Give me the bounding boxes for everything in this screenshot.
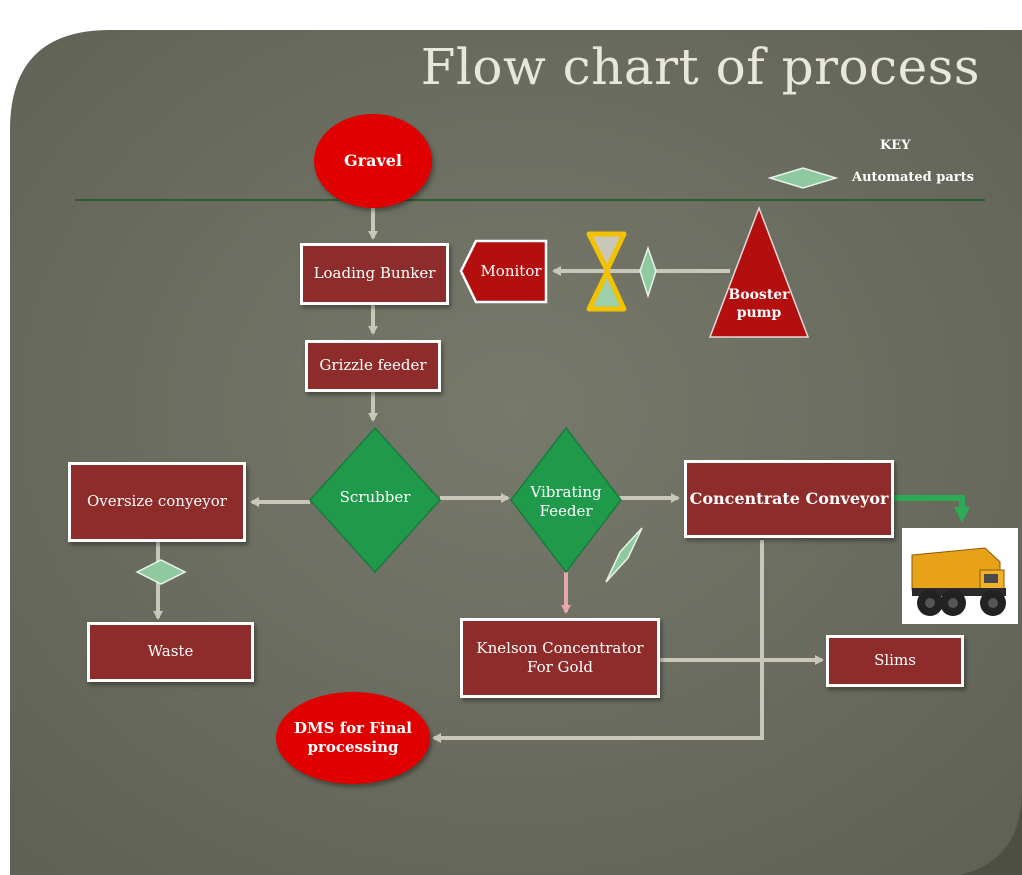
node-concentrate-conveyor[interactable]: Concentrate Conveyor [684,460,894,538]
node-knelson[interactable]: Knelson Concentrator For Gold [460,618,660,698]
node-waste-label: Waste [147,642,194,661]
node-dms[interactable]: DMS for Final processing [276,692,430,784]
arrow-concentrate-to-truck [892,495,970,523]
node-loading-bunker[interactable]: Loading Bunker [300,243,449,305]
node-gravel-label: Gravel [343,150,402,170]
automated-diamond-oversize [135,559,187,585]
automated-diamond-vibrating [605,527,643,583]
node-vibrating-feeder-label: Vibrating Feeder [530,482,602,521]
node-grizzle-feeder-label: Grizzle feeder [319,356,427,375]
monitor-shape [459,239,548,304]
node-scrubber[interactable]: Scrubber [320,478,430,518]
node-slims[interactable]: Slims [826,635,964,687]
node-waste[interactable]: Waste [87,622,254,682]
key-automated-diamond [767,167,839,189]
node-grizzle-feeder[interactable]: Grizzle feeder [305,340,441,392]
node-concentrate-conveyor-label: Concentrate Conveyor [689,488,889,508]
arrow-concentrate-to-dms [432,540,764,743]
key-automated-label: Automated parts [852,170,974,185]
vibrating-feeder-diamond [510,426,622,574]
node-monitor-label: Monitor [480,261,542,280]
slide-background [10,30,1022,875]
node-dms-label: DMS for Final processing [294,718,412,757]
node-booster-pump-label: Booster pump [728,286,790,321]
node-scrubber-label: Scrubber [339,488,411,507]
slide-title: Flow chart of process [420,38,980,96]
node-knelson-label: Knelson Concentrator For Gold [476,638,644,677]
node-loading-bunker-label: Loading Bunker [313,264,436,283]
booster-pump-triangle [708,205,810,338]
node-slims-label: Slims [874,651,916,670]
node-booster-pump[interactable]: Booster pump [722,284,796,324]
automated-diamond-pump-line [639,245,657,299]
node-vibrating-feeder[interactable]: Vibrating Feeder [516,478,616,526]
node-oversize-conveyor[interactable]: Oversize conyeyor [68,462,246,542]
node-oversize-conveyor-label: Oversize conyeyor [87,492,227,511]
dump-truck-icon [902,528,1018,624]
key-heading: KEY [880,138,911,153]
scrubber-diamond [308,426,442,574]
node-monitor[interactable]: Monitor [476,241,546,302]
valve-icon [586,231,627,312]
node-gravel[interactable]: Gravel [314,114,432,208]
